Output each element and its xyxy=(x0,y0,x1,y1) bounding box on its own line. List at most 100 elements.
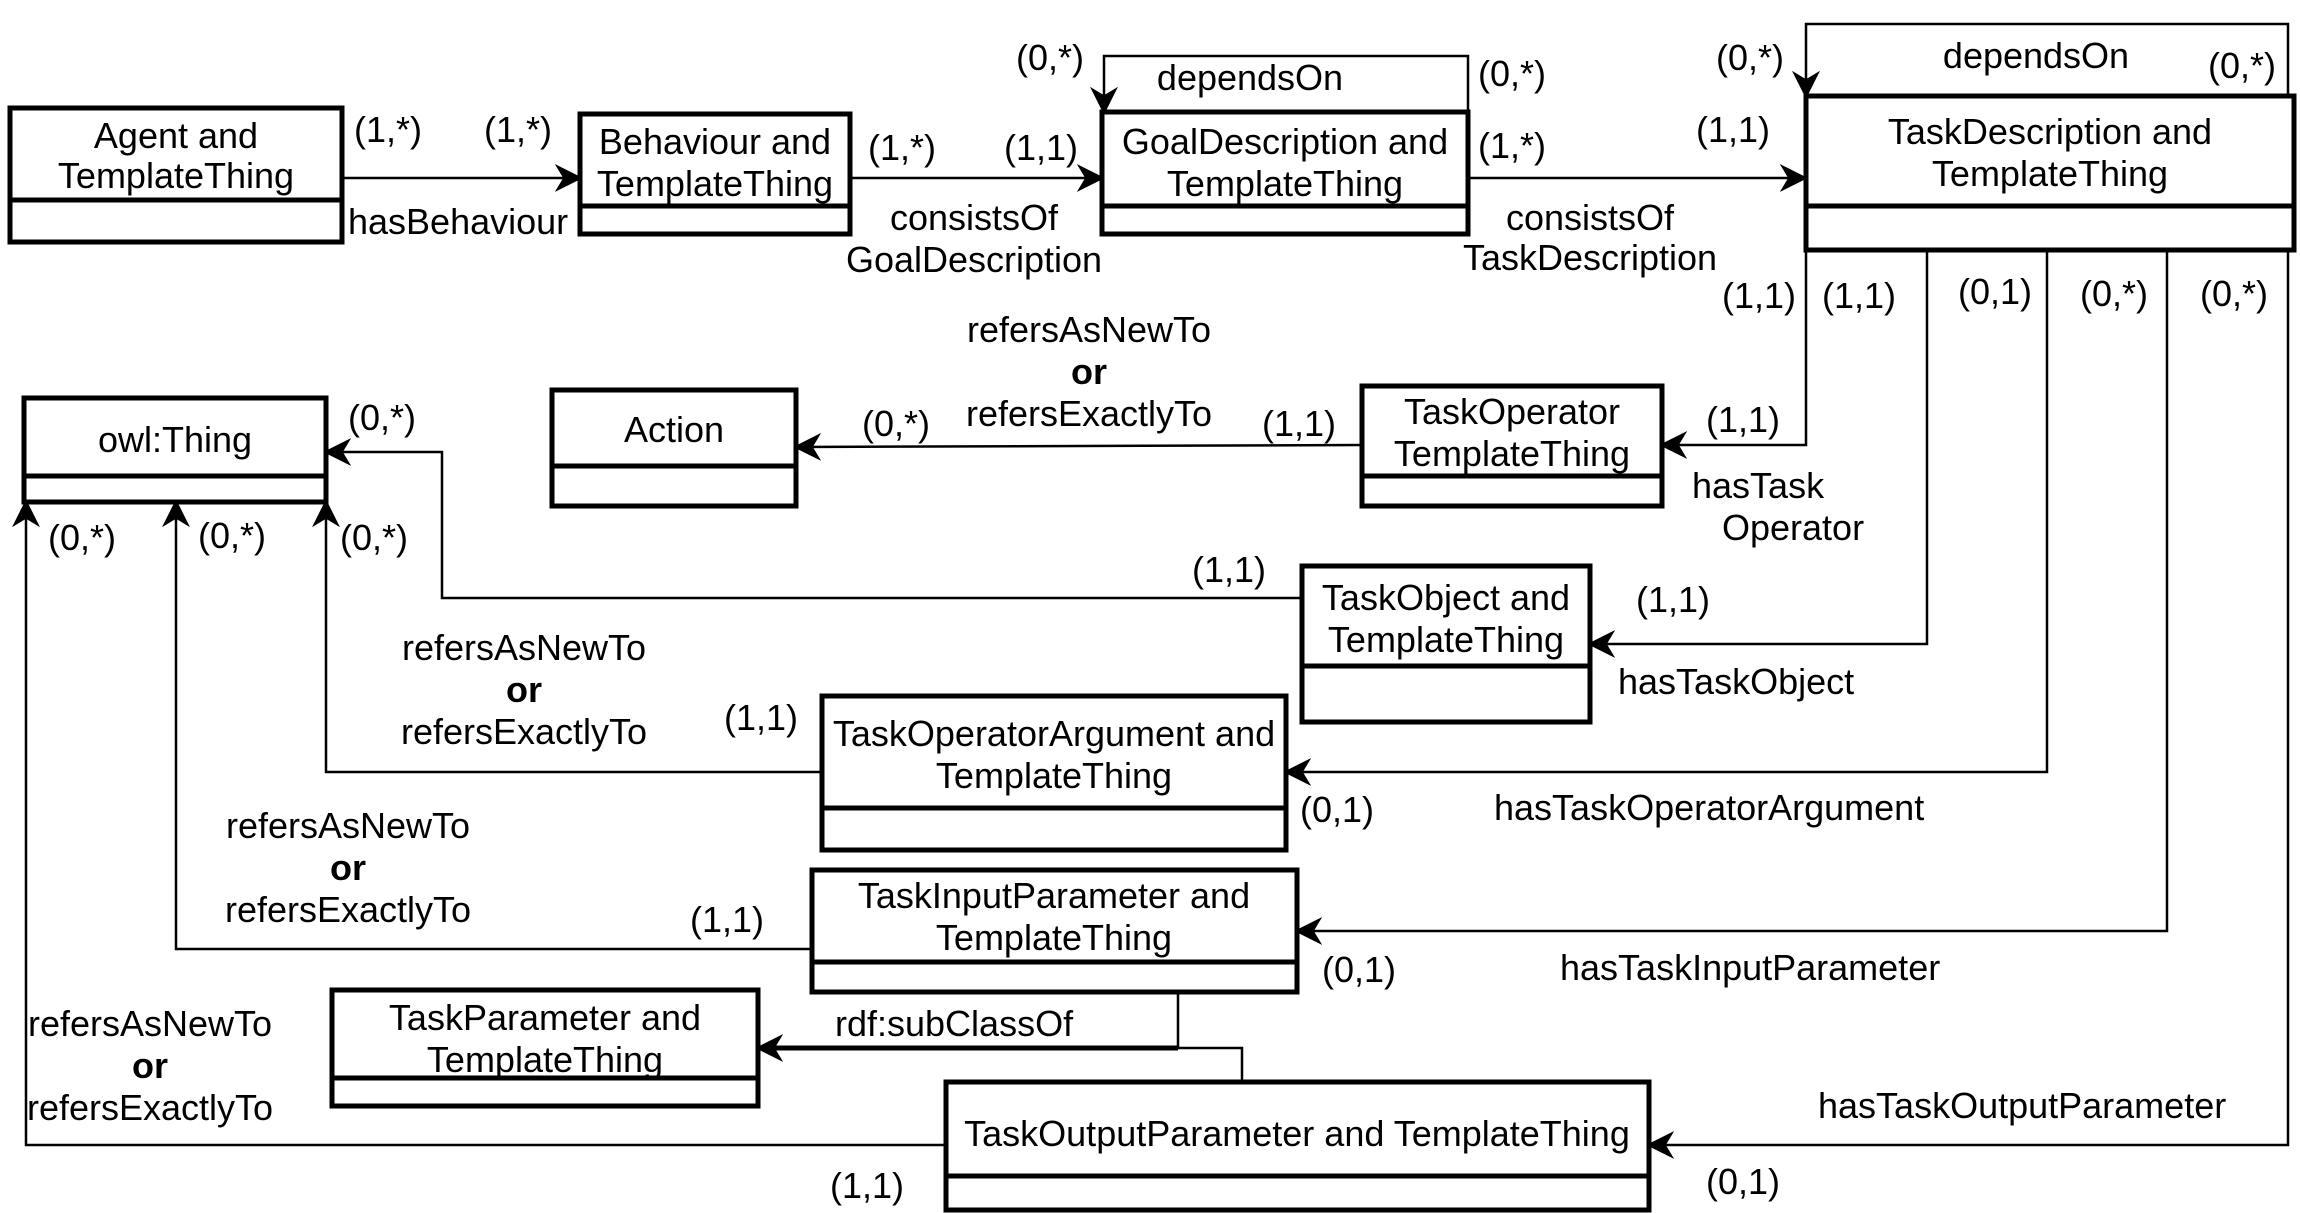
mult-obj-src: (1,1) xyxy=(1192,549,1266,590)
label-refers-input-3: refersExactlyTo xyxy=(225,889,471,930)
edge-has-task-object xyxy=(1587,250,1929,658)
class-behaviour-line2: TemplateThing xyxy=(597,163,833,204)
label-has-task-operator-1: hasTask xyxy=(1692,465,1825,506)
class-task-operator[interactable]: TaskOperator TemplateThing xyxy=(1359,383,1665,509)
class-task-input-parameter[interactable]: TaskInputParameter and TemplateThing xyxy=(809,867,1300,995)
class-taskparam-line2: TemplateThing xyxy=(427,1039,663,1080)
label-has-task-operator-argument: hasTaskOperatorArgument xyxy=(1494,787,1924,828)
mult-goal-dep-in: (0,*) xyxy=(1016,37,1084,78)
class-agent[interactable]: Agent and TemplateThing xyxy=(7,105,345,245)
mult-owl-arg: (0,*) xyxy=(340,517,408,558)
label-refers-action-1: refersAsNewTo xyxy=(967,309,1211,350)
edge-has-task-operator-argument xyxy=(1283,250,2049,786)
mult-td-arg: (0,1) xyxy=(1958,271,2032,312)
mult-arg-dst: (0,1) xyxy=(1300,789,1374,830)
class-taskin-line2: TemplateThing xyxy=(936,917,1172,958)
mult-obj-dst: (1,1) xyxy=(1636,579,1710,620)
label-refers-op-arg-1: refersAsNewTo xyxy=(402,627,646,668)
edge-subclass-of xyxy=(755,992,1244,1082)
class-task-parameter[interactable]: TaskParameter and TemplateThing xyxy=(329,987,761,1109)
class-behaviour[interactable]: Behaviour and TemplateThing xyxy=(577,111,853,237)
class-behaviour-line1: Behaviour and xyxy=(599,121,831,162)
edge-has-task-operator xyxy=(1659,250,1808,459)
class-owl-thing[interactable]: owl:Thing xyxy=(21,395,329,505)
mult-goal-task-src: (1,*) xyxy=(1478,125,1546,166)
mult-owl-out: (0,*) xyxy=(48,517,116,558)
label-consists-of-goal-1: consistsOf xyxy=(890,197,1059,238)
label-refers-input-2: or xyxy=(330,847,366,888)
mult-agent-beh-dst: (1,*) xyxy=(484,109,552,150)
class-taskparam-line1: TaskParameter and xyxy=(389,997,701,1038)
edge-depends-on-goal xyxy=(1090,54,1470,115)
class-taskdesc-line1: TaskDescription and xyxy=(1888,111,2212,152)
mult-td-op: (1,1) xyxy=(1722,275,1796,316)
class-action[interactable]: Action xyxy=(549,387,799,509)
mult-td-in: (0,*) xyxy=(2080,273,2148,314)
class-task-output-parameter[interactable]: TaskOutputParameter and TemplateThing xyxy=(943,1079,1652,1213)
mult-beh-goal-src: (1,*) xyxy=(868,127,936,168)
class-taskoparg-line2: TemplateThing xyxy=(936,755,1172,796)
mult-agent-beh-src: (1,*) xyxy=(354,109,422,150)
class-goal-line2: TemplateThing xyxy=(1167,163,1403,204)
mult-arg-src: (1,1) xyxy=(724,697,798,738)
label-subclass-of: rdf:subClassOf xyxy=(835,1003,1074,1044)
class-agent-line1: Agent and xyxy=(94,115,258,156)
class-taskoparg-line1: TaskOperatorArgument and xyxy=(833,713,1275,754)
mult-out-dst: (0,1) xyxy=(1706,1161,1780,1202)
label-refers-output-1: refersAsNewTo xyxy=(28,1003,272,1044)
mult-td-out: (0,*) xyxy=(2200,273,2268,314)
class-action-line1: Action xyxy=(624,409,724,450)
class-goal-description[interactable]: GoalDescription and TemplateThing xyxy=(1099,109,1471,237)
label-consists-of-goal-2: GoalDescription xyxy=(846,239,1102,280)
label-refers-op-arg-3: refersExactlyTo xyxy=(401,711,647,752)
class-task-operator-argument[interactable]: TaskOperatorArgument and TemplateThing xyxy=(819,693,1289,853)
label-has-task-operator-2: Operator xyxy=(1722,507,1864,548)
class-goal-line1: GoalDescription and xyxy=(1122,121,1448,162)
edge-refers-action xyxy=(793,432,1363,461)
class-task-object[interactable]: TaskObject and TemplateThing xyxy=(1299,563,1593,725)
edge-task-object-to-owl xyxy=(323,438,1302,600)
mult-beh-goal-dst: (1,1) xyxy=(1004,127,1078,168)
mult-goal-task-dst: (1,1) xyxy=(1696,109,1770,150)
label-has-task-output-parameter: hasTaskOutputParameter xyxy=(1818,1085,2226,1126)
class-taskobj-line2: TemplateThing xyxy=(1328,619,1564,660)
mult-action-dst: (0,*) xyxy=(862,403,930,444)
mult-in-dst: (0,1) xyxy=(1322,949,1396,990)
mult-out-src: (1,1) xyxy=(830,1165,904,1206)
class-task-description[interactable]: TaskDescription and TemplateThing xyxy=(1803,93,2297,253)
class-taskop-line1: TaskOperator xyxy=(1404,391,1620,432)
label-refers-output-3: refersExactlyTo xyxy=(27,1087,273,1128)
mult-in-src: (1,1) xyxy=(690,899,764,940)
label-has-task-object: hasTaskObject xyxy=(1618,661,1854,702)
mult-td-obj: (1,1) xyxy=(1822,275,1896,316)
class-taskout-line1: TaskOutputParameter and TemplateThing xyxy=(964,1113,1630,1154)
edge-input-to-owl xyxy=(162,499,812,951)
mult-op-dst: (1,1) xyxy=(1706,399,1780,440)
mult-owl-obj: (0,*) xyxy=(348,397,416,438)
mult-task-dep-in: (0,*) xyxy=(1716,37,1784,78)
mult-owl-in: (0,*) xyxy=(198,515,266,556)
label-depends-on-task: dependsOn xyxy=(1943,35,2129,76)
class-taskobj-line1: TaskObject and xyxy=(1322,577,1570,618)
label-has-task-input-parameter: hasTaskInputParameter xyxy=(1560,947,1940,988)
class-taskin-line1: TaskInputParameter and xyxy=(858,875,1250,916)
label-refers-action-2: or xyxy=(1071,351,1107,392)
label-refers-input-1: refersAsNewTo xyxy=(226,805,470,846)
class-taskdesc-line2: TemplateThing xyxy=(1932,153,2168,194)
edge-output-to-owl xyxy=(11,499,946,1147)
label-depends-on-goal: dependsOn xyxy=(1157,57,1343,98)
mult-op-src: (1,1) xyxy=(1262,403,1336,444)
edge-depends-on-task xyxy=(1792,22,2290,99)
label-has-behaviour: hasBehaviour xyxy=(348,201,568,242)
edge-op-arg-to-owl xyxy=(312,499,822,774)
edge-has-task-output-parameter xyxy=(1646,250,2290,1159)
label-refers-output-2: or xyxy=(132,1045,168,1086)
class-owl-line1: owl:Thing xyxy=(98,419,252,460)
label-refers-action-3: refersExactlyTo xyxy=(966,393,1212,434)
label-consists-of-task-1: consistsOf xyxy=(1506,197,1675,238)
mult-task-dep-out: (0,*) xyxy=(2208,45,2276,86)
label-consists-of-task-2: TaskDescription xyxy=(1463,237,1717,278)
class-taskop-line2: TemplateThing xyxy=(1394,433,1630,474)
